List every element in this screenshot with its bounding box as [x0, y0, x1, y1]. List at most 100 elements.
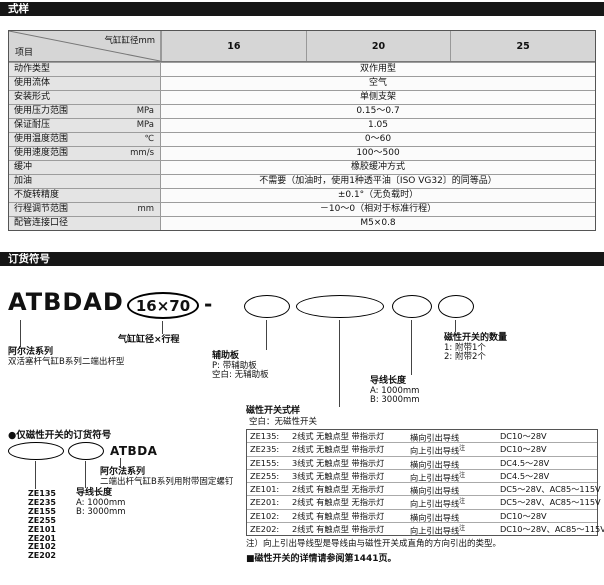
- switch-voltage: DC4.5～28V: [500, 457, 550, 468]
- switch-code: ZE155:: [250, 457, 280, 468]
- switch-lead: 向上引出导线注: [410, 471, 466, 483]
- spec-value: 1.05: [161, 119, 595, 132]
- switch-lead: 横向引出导线: [410, 432, 460, 443]
- qty-option-1: 1: 附带1个: [444, 342, 486, 353]
- model-item: ZE235: [28, 497, 56, 507]
- spec-label-cell: 使用流体: [9, 77, 161, 90]
- switch-lead: 向上引出导线注: [410, 445, 466, 457]
- lead-wire-callout: 导线长度 A: 1000mm B: 3000mm: [370, 376, 420, 406]
- spec-row-temperature: 使用温度范围℃ 0～60: [9, 132, 595, 146]
- switch-desc: 2线式 无触点型 带指示灯: [292, 444, 385, 455]
- switch-model-list: ZE135 ZE235 ZE155 ZE255 ZE101 ZE201 ZE10…: [28, 489, 56, 561]
- spec-table: 气缸缸径mm 项目 16 20 25 动作类型 双作用型 使用流体 空气 安装形…: [8, 30, 596, 231]
- switch-code: ZE102:: [250, 510, 280, 521]
- switch-lead: 向上引出导线注: [410, 525, 466, 536]
- bore-stroke-callout: 气缸缸径×行程: [118, 335, 180, 345]
- spec-label-cell: 加油: [9, 175, 161, 188]
- switch-only-title: ●仅磁性开关的订货符号: [8, 430, 112, 441]
- switch-desc: 2线式 有触点型 带指示灯: [292, 510, 385, 521]
- spec-value: 双作用型: [161, 63, 595, 76]
- model-item: ZE255: [28, 515, 56, 525]
- footnote-switch-details: ■磁性开关的详情请参阅第1441页。: [246, 554, 397, 564]
- spec-row-non-rotating: 不旋转精度 ±0.1°（无负载时）: [9, 188, 595, 202]
- callout-line-wire: [411, 320, 412, 375]
- spec-label: 行程调节范围: [14, 204, 69, 214]
- spec-label: 不旋转精度: [14, 190, 60, 200]
- switch-row-ze101: ZE101: 2线式 有触点型 无指示灯 横向引出导线 DC5～28V、AC85…: [247, 482, 601, 496]
- callout-line-aux: [266, 320, 267, 350]
- switch-only-series-desc: 二端出杆气缸B系列用附带固定螺钉: [100, 476, 234, 487]
- spec-label: 使用压力范围: [14, 106, 69, 116]
- spec-value: 空气: [161, 77, 595, 90]
- spec-unit: mm: [137, 204, 154, 214]
- switch-desc: 2线式 有触点型 无指示灯: [292, 497, 385, 508]
- switch-qty-oval: [438, 295, 474, 318]
- switch-only-code: ATBDA: [110, 444, 158, 458]
- spec-row-lubrication: 加油 不需要（加油时，使用1种透平油〔ISO VG32〕的同等品）: [9, 174, 595, 188]
- spec-value: ±0.1°（无负载时）: [161, 189, 595, 202]
- switch-lead: 向上引出导线注: [410, 498, 466, 510]
- spec-value: 单侧支架: [161, 91, 595, 104]
- spec-value: 0～60: [161, 133, 595, 146]
- spec-label: 动作类型: [14, 64, 51, 74]
- wire2-option-b: B: 3000mm: [76, 507, 126, 517]
- switch-only-series-callout: 阿尔法系列 二端出杆气缸B系列用附带固定螺钉: [100, 467, 234, 487]
- order-dash: -: [204, 292, 213, 316]
- model-item: ZE101: [28, 524, 56, 534]
- model-item: ZE201: [28, 533, 56, 543]
- spec-label: 加油: [14, 176, 33, 186]
- spec-value: 0.15～0.7: [161, 105, 595, 118]
- corner-label-item: 项目: [15, 48, 34, 58]
- switch-type-oval: [296, 295, 384, 318]
- switch-model-oval: [8, 442, 64, 460]
- wire-title: 导线长度: [370, 376, 407, 386]
- callout-line-models: [35, 461, 36, 489]
- callout-line-series: [20, 320, 21, 347]
- spec-value: 100～500: [161, 147, 595, 160]
- wire-option-b: B: 3000mm: [370, 395, 420, 405]
- spec-label-cell: 动作类型: [9, 63, 161, 76]
- aux-plate-callout: 辅助板 P: 带辅助板 空白: 无辅助板: [212, 351, 269, 381]
- aux-title: 辅助板: [212, 351, 240, 361]
- spec-table-header: 气缸缸径mm 项目 16 20 25: [9, 31, 595, 62]
- switch-voltage: DC10～28V: [500, 510, 547, 521]
- order-base-code: ATBDAD: [8, 288, 124, 316]
- switch-voltage: DC10～28V、AC85～115V: [500, 524, 604, 535]
- qty-option-2: 2: 附带2个: [444, 352, 486, 362]
- spec-value: 橡胶缓冲方式: [161, 161, 595, 174]
- wire2-title: 导线长度: [76, 488, 113, 498]
- spec-row-port-size: 配管连接口径 M5×0.8: [9, 216, 595, 230]
- callout-line-qty: [455, 320, 456, 332]
- bore-header-16: 16: [161, 31, 306, 61]
- switch-row-ze202: ZE202: 2线式 有触点型 带指示灯 向上引出导线注 DC10～28V、AC…: [247, 522, 604, 536]
- callout-line-wire2: [85, 461, 86, 488]
- qty-title: 磁性开关的数量: [444, 333, 508, 343]
- spec-row-fluid: 使用流体 空气: [9, 76, 595, 90]
- model-item: ZE155: [28, 506, 56, 516]
- switch-code: ZE235:: [250, 444, 280, 455]
- switch-voltage: DC10～28V: [500, 431, 547, 441]
- switch-row-ze201: ZE201: 2线式 有触点型 无指示灯 向上引出导线注 DC5～28V、AC8…: [247, 495, 601, 510]
- aux-plate-oval: [244, 295, 290, 318]
- spec-row-cushion: 缓冲 橡胶缓冲方式: [9, 160, 595, 174]
- switch-table-box: ZE135: 2线式 无触点型 带指示灯 横向引出导线 DC10～28V ZE2…: [246, 429, 604, 537]
- spec-label-cell: 使用速度范围 mm/s: [9, 147, 161, 160]
- switch-row-ze235: ZE235: 2线式 无触点型 带指示灯 向上引出导线注 DC10～28V: [247, 442, 597, 457]
- spec-label: 使用流体: [14, 78, 51, 88]
- spec-label: 保证耐压: [14, 120, 51, 130]
- switch-voltage: DC5～28V、AC85～115V: [500, 484, 601, 495]
- switch-wire-oval: [68, 442, 104, 460]
- spec-label: 使用速度范围: [14, 148, 69, 158]
- series-name: 阿尔法系列: [8, 347, 54, 357]
- spec-row-action-type: 动作类型 双作用型: [9, 62, 595, 76]
- switch-code: ZE201:: [250, 497, 280, 508]
- switch-code: ZE202:: [250, 524, 280, 535]
- corner-label-bore: 气缸缸径mm: [104, 36, 155, 46]
- aux-option-blank: 空白: 无辅助板: [212, 370, 269, 380]
- bore-header-25: 25: [450, 31, 595, 61]
- spec-unit: ℃: [144, 134, 154, 144]
- spec-unit: mm/s: [130, 148, 154, 158]
- model-item: ZE102: [28, 542, 56, 552]
